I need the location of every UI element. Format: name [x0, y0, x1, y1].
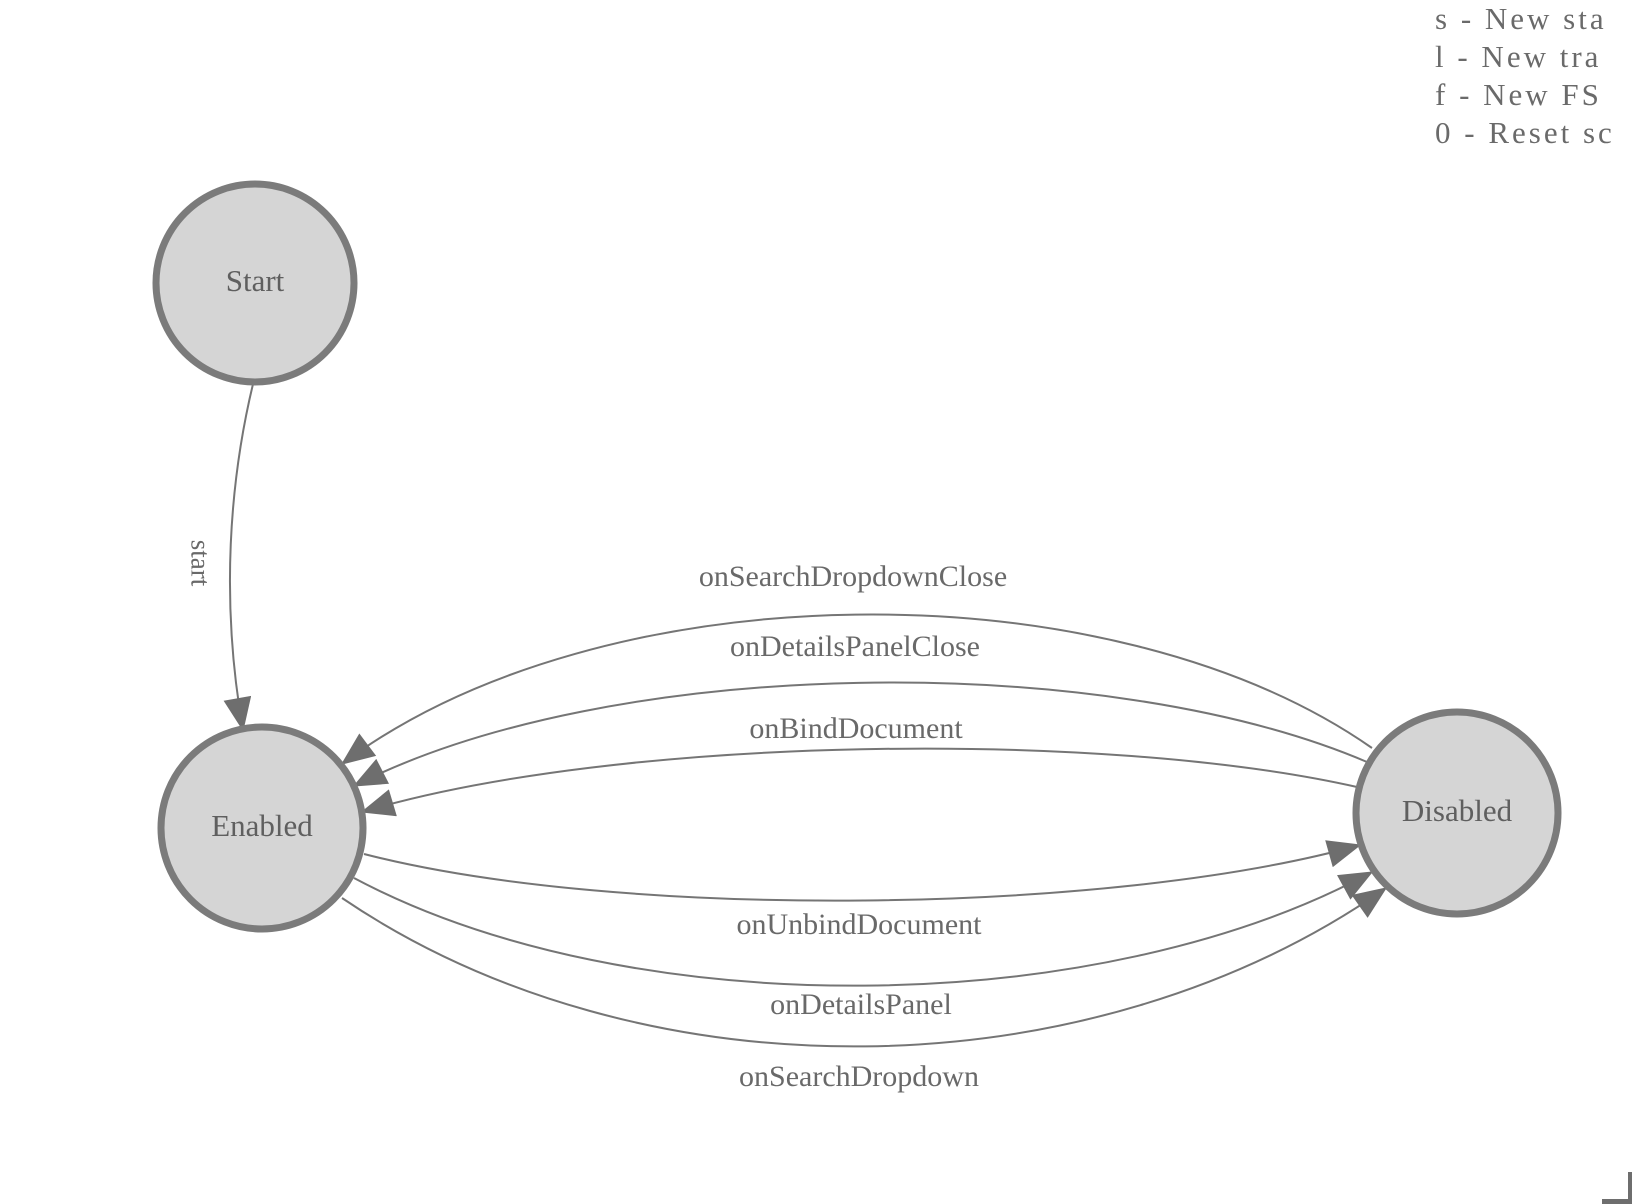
- edge-label-ondetailspanelclose: onDetailsPanelClose: [730, 630, 980, 663]
- canvas-corner-mark: [1602, 1172, 1632, 1204]
- edge-label-start: start: [185, 539, 216, 587]
- legend-line-new-fsm: f - New FS: [1435, 77, 1602, 112]
- state-node-disabled[interactable]: [1352, 708, 1562, 918]
- edge-label-onunbinddocument: onUnbindDocument: [736, 908, 982, 941]
- state-label-disabled: Disabled: [1401, 793, 1513, 828]
- edge-start-to-enabled[interactable]: [223, 383, 254, 732]
- edge-label-onsearchdropdownclose: onSearchDropdownClose: [698, 560, 1008, 593]
- edge-onsearchdropdown[interactable]: [341, 887, 1388, 1048]
- edge-ondetailspanel[interactable]: [353, 871, 1374, 987]
- edge-onbinddocument[interactable]: [360, 747, 1358, 817]
- edge-onsearchdropdownclose[interactable]: [340, 613, 1373, 765]
- state-label-start: Start: [225, 263, 285, 298]
- edge-onunbinddocument[interactable]: [363, 840, 1362, 902]
- edge-label-ondetailspanel: onDetailsPanel: [770, 988, 952, 1021]
- edge-label-onbinddocument: onBindDocument: [749, 712, 963, 745]
- shortcut-legend: s - New sta l - New tra f - New FS 0 - R…: [1435, 0, 1615, 152]
- state-node-enabled[interactable]: [157, 723, 367, 933]
- edge-label-onsearchdropdown: onSearchDropdown: [739, 1060, 979, 1093]
- state-label-enabled: Enabled: [211, 808, 313, 843]
- state-node-start[interactable]: [152, 180, 358, 386]
- legend-line-new-state: s - New sta: [1435, 1, 1607, 36]
- edge-ondetailspanelclose[interactable]: [352, 681, 1368, 787]
- legend-line-reset-scale: 0 - Reset sc: [1435, 115, 1615, 150]
- legend-line-new-transition: l - New tra: [1435, 39, 1602, 74]
